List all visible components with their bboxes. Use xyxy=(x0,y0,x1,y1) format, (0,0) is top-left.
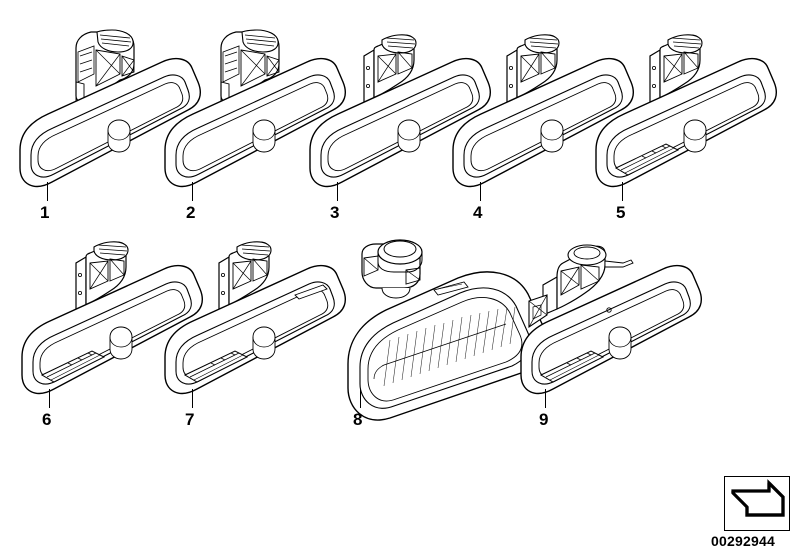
callout-number-7[interactable]: 7 xyxy=(185,410,195,429)
callout-leader-line xyxy=(545,389,546,408)
callout-number-3[interactable]: 3 xyxy=(330,203,340,222)
part-illustration-9 xyxy=(520,244,703,395)
callout-leader-line xyxy=(360,389,361,408)
callout-leader-line xyxy=(622,182,623,201)
etk-arrow-logo-icon xyxy=(724,476,790,531)
callout-number-1[interactable]: 1 xyxy=(40,203,50,222)
sensor-arm-bracket-9 xyxy=(528,244,634,329)
callout-leader-line xyxy=(192,389,193,408)
part-illustration-5 xyxy=(595,34,778,188)
callout-number-6[interactable]: 6 xyxy=(42,410,52,429)
rain-sensor-module-8 xyxy=(361,239,423,299)
callout-leader-line xyxy=(192,182,193,201)
callout-number-9[interactable]: 9 xyxy=(539,410,549,429)
part-illustration-7 xyxy=(164,241,347,395)
callout-number-8[interactable]: 8 xyxy=(353,410,363,429)
callout-number-2[interactable]: 2 xyxy=(186,203,196,222)
part-number-label: 00292944 xyxy=(711,533,775,549)
part-number-block: 00292944 xyxy=(693,476,793,554)
callout-leader-line xyxy=(480,182,481,201)
callout-leader-line xyxy=(47,182,48,201)
part-illustration-8 xyxy=(347,239,548,421)
callout-leader-line xyxy=(49,389,50,408)
callout-number-4[interactable]: 4 xyxy=(473,203,483,222)
callout-number-5[interactable]: 5 xyxy=(616,203,626,222)
callout-leader-line xyxy=(337,182,338,201)
